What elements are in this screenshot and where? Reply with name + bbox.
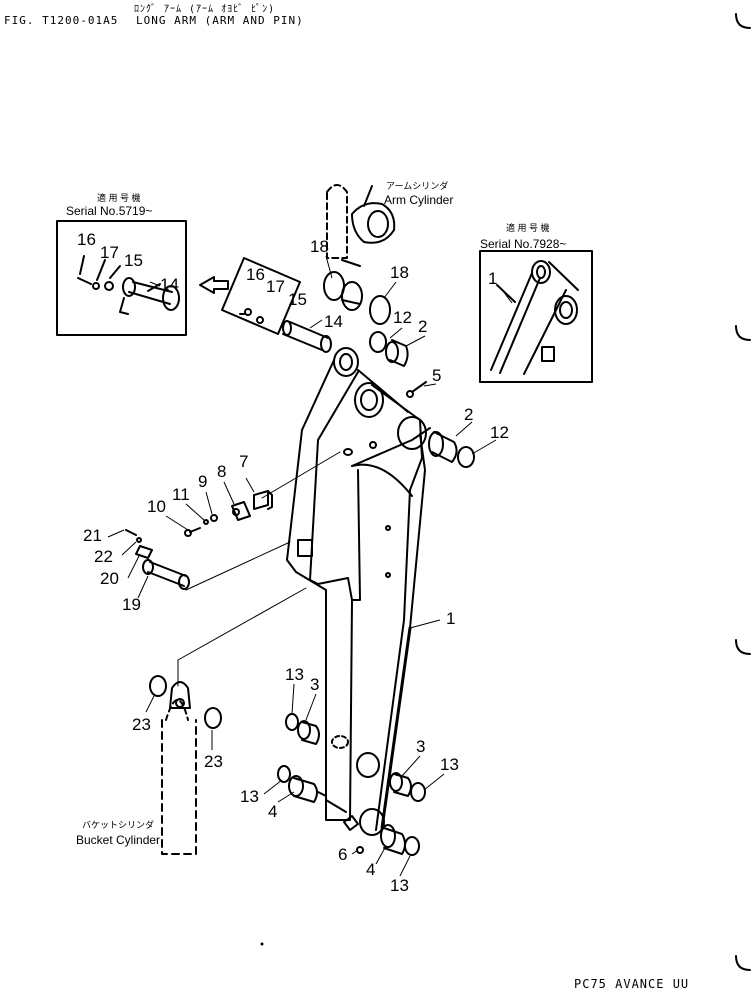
bushing-right <box>431 431 458 463</box>
callout-16: 16 <box>77 230 96 249</box>
callout-8: 8 <box>217 462 226 481</box>
bucket-cylinder-label: Bucket Cylinder <box>76 833 160 847</box>
arm-right-edge <box>371 384 423 831</box>
bushing-3-right <box>393 773 412 797</box>
callout-22: 22 <box>94 547 113 566</box>
callout-3: 3 <box>310 675 319 694</box>
callout-2: 2 <box>418 317 427 336</box>
arm-bottom-boss <box>359 808 385 836</box>
callout-17: 17 <box>266 277 285 296</box>
arm-cylinder-body <box>326 184 348 259</box>
callout-6: 6 <box>338 845 347 864</box>
callout-18: 18 <box>310 237 329 256</box>
callout-14: 14 <box>160 275 179 294</box>
callout-21: 21 <box>83 526 102 545</box>
arm-cylinder-jp: アームシリンダ <box>386 180 448 191</box>
arm-front-boss <box>397 416 427 450</box>
arm-stopper-block <box>297 539 313 557</box>
inset-left-frame <box>56 220 187 336</box>
part-8-bracket <box>231 501 251 521</box>
part-10-bolt <box>189 527 201 533</box>
pin-lock-frame <box>221 257 301 335</box>
binder-hole-mark <box>735 639 751 655</box>
bucket-cylinder-rod-eye <box>169 681 191 709</box>
callout-15: 15 <box>124 251 143 270</box>
inset-left-jp-label: 適 用 号 機 <box>97 192 141 203</box>
inset-right-frame <box>479 250 593 383</box>
callout-15: 15 <box>288 290 307 309</box>
callout-18: 18 <box>390 263 409 282</box>
inset-left-serial: Serial No.5719~ <box>66 204 152 218</box>
title-japanese: ﾛﾝｸﾞ ｱｰﾑ (ｱｰﾑ ｵﾖﾋﾞ ﾋﾟﾝ) <box>134 4 276 15</box>
arm-cylinder-rod-end <box>351 202 396 244</box>
callout-2: 2 <box>464 405 473 424</box>
binder-hole-mark <box>735 13 751 29</box>
part-7-plate <box>253 490 269 510</box>
callout-13: 13 <box>240 787 259 806</box>
callout-4: 4 <box>366 860 375 879</box>
part-20-plate <box>135 545 153 559</box>
part-21-bolt <box>125 529 137 536</box>
figure-title: LONG ARM (ARM AND PIN) <box>136 14 304 27</box>
callout-4: 4 <box>268 802 277 821</box>
bushing-3-left <box>301 721 320 745</box>
callout-13: 13 <box>390 876 409 895</box>
binder-hole-mark <box>735 955 751 971</box>
bushing-4-left <box>293 777 318 803</box>
callout-3: 3 <box>416 737 425 756</box>
figure-number: FIG. T1200-01A5 <box>4 14 119 27</box>
callout-1: 1 <box>446 609 455 628</box>
callout-9: 9 <box>198 472 207 491</box>
bushing-upper <box>389 339 409 367</box>
callout-14: 14 <box>324 312 343 331</box>
callout-12: 12 <box>490 423 509 442</box>
arrow-left-icon <box>199 276 229 294</box>
binder-hole-mark <box>735 325 751 341</box>
bucket-cylinder-body <box>161 719 197 855</box>
arm-top-boss <box>333 347 359 377</box>
callout-7: 7 <box>239 452 248 471</box>
callout-20: 20 <box>100 569 119 588</box>
callout-17: 17 <box>100 243 119 262</box>
callout-5: 5 <box>432 366 441 385</box>
inset-right-serial: Serial No.7928~ <box>480 237 566 251</box>
arm-cylinder-label: Arm Cylinder <box>384 193 453 207</box>
bucket-cylinder-jp: バケットシリンダ <box>82 819 154 830</box>
inset-right-jp-label: 適 用 号 機 <box>506 222 550 233</box>
callout-11: 11 <box>172 485 190 504</box>
callout-13: 13 <box>440 755 459 774</box>
callout-23: 23 <box>132 715 151 734</box>
callout-13: 13 <box>285 665 304 684</box>
callout-16: 16 <box>246 265 265 284</box>
callout-19: 19 <box>122 595 141 614</box>
callout-12: 12 <box>393 308 412 327</box>
callout-1: 1 <box>488 269 497 288</box>
callout-10: 10 <box>147 497 166 516</box>
callout-23: 23 <box>204 752 223 771</box>
model-footer: PC75 AVANCE UU <box>574 977 690 990</box>
